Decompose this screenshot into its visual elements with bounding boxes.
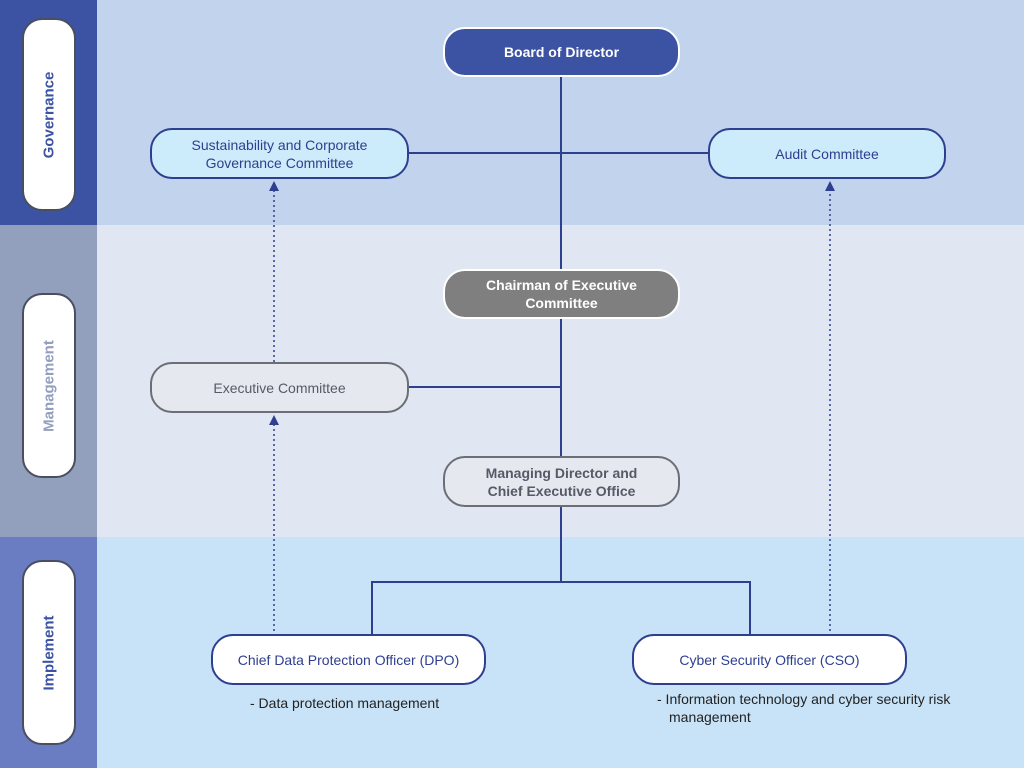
executive-committee-node: Executive Committee xyxy=(150,362,409,413)
implement-branch-line xyxy=(371,581,751,636)
chairman-executive-committee-node: Chairman of Executive Committee xyxy=(443,269,680,319)
cso-note-text: - Information technology and cyber secur… xyxy=(657,691,951,725)
management-label-pill: Management xyxy=(22,293,76,478)
governance-label-pill: Governance xyxy=(22,18,76,211)
cso-note: - Information technology and cyber secur… xyxy=(657,690,952,726)
implement-label-pill: Implement xyxy=(22,560,76,745)
board-of-director-node: Board of Director xyxy=(443,27,680,77)
sustainability-committee-node: Sustainability and Corporate Governance … xyxy=(150,128,409,179)
cso-node: Cyber Security Officer (CSO) xyxy=(632,634,907,685)
audit-committee-node: Audit Committee xyxy=(708,128,946,179)
managing-director-node: Managing Director and Chief Executive Of… xyxy=(443,456,680,507)
dpo-note: - Data protection management xyxy=(250,695,440,711)
dpo-node: Chief Data Protection Officer (DPO) xyxy=(211,634,486,685)
